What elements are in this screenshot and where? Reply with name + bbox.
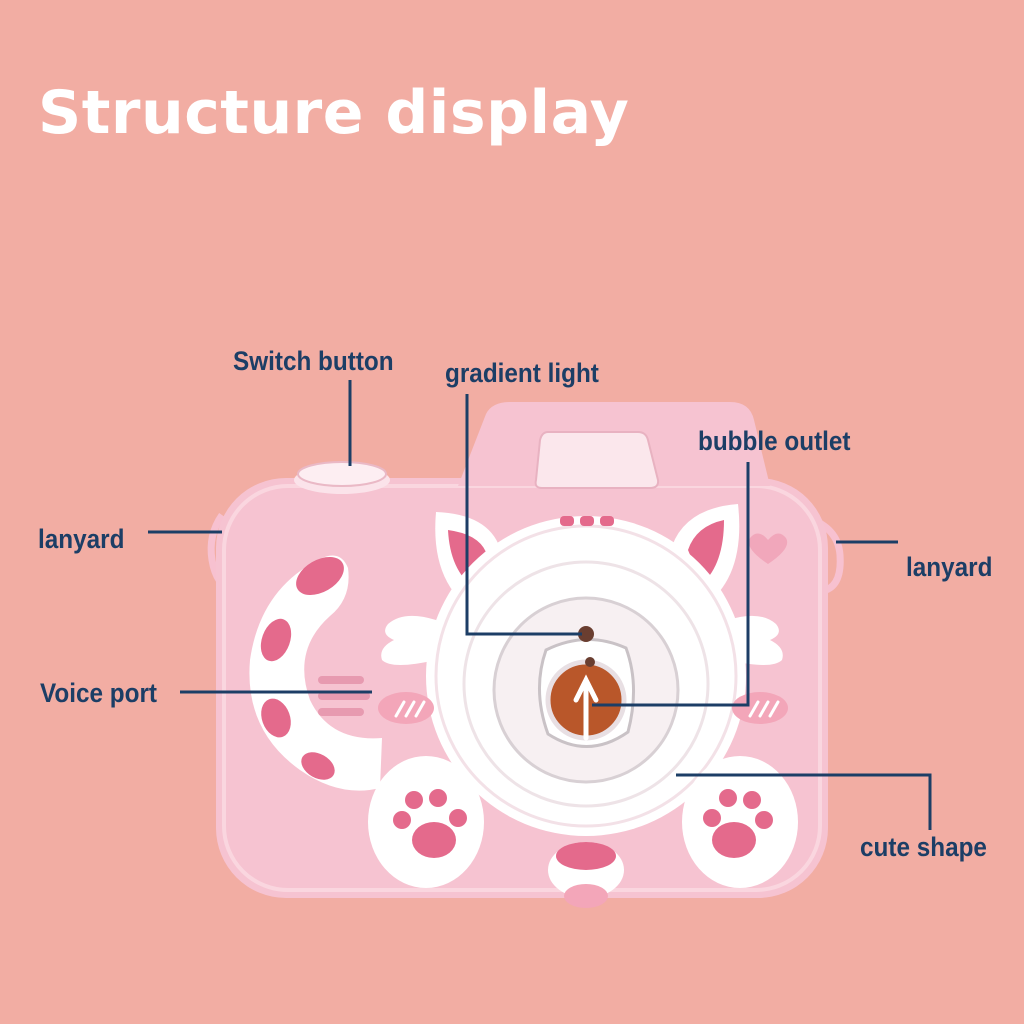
cheek-right — [732, 692, 788, 724]
forehead-stripes — [560, 516, 574, 526]
label-voice-port: Voice port — [40, 678, 158, 708]
label-lanyard-left: lanyard — [38, 524, 125, 554]
label-switch-button: Switch button — [233, 346, 394, 376]
label-lanyard-right: lanyard — [906, 552, 993, 582]
leader-lines — [148, 380, 932, 830]
cheek-left — [378, 692, 434, 724]
label-bubble-outlet: bubble outlet — [698, 426, 851, 456]
leader-gradient-light — [465, 394, 582, 636]
cat-whiskers-left — [381, 615, 436, 665]
label-gradient-light: gradient light — [445, 358, 599, 388]
label-cute-shape: cute shape — [860, 832, 987, 862]
paw-right — [682, 756, 798, 888]
paw-left — [368, 756, 484, 888]
leader-bubble-outlet — [592, 462, 750, 707]
gradient-light-lamp — [578, 626, 594, 642]
voice-port-slot — [318, 676, 364, 684]
flash-window — [534, 431, 660, 489]
page-title: Structure display — [38, 78, 630, 148]
leader-cute-shape — [676, 773, 932, 830]
heart-badge-icon — [748, 533, 788, 564]
